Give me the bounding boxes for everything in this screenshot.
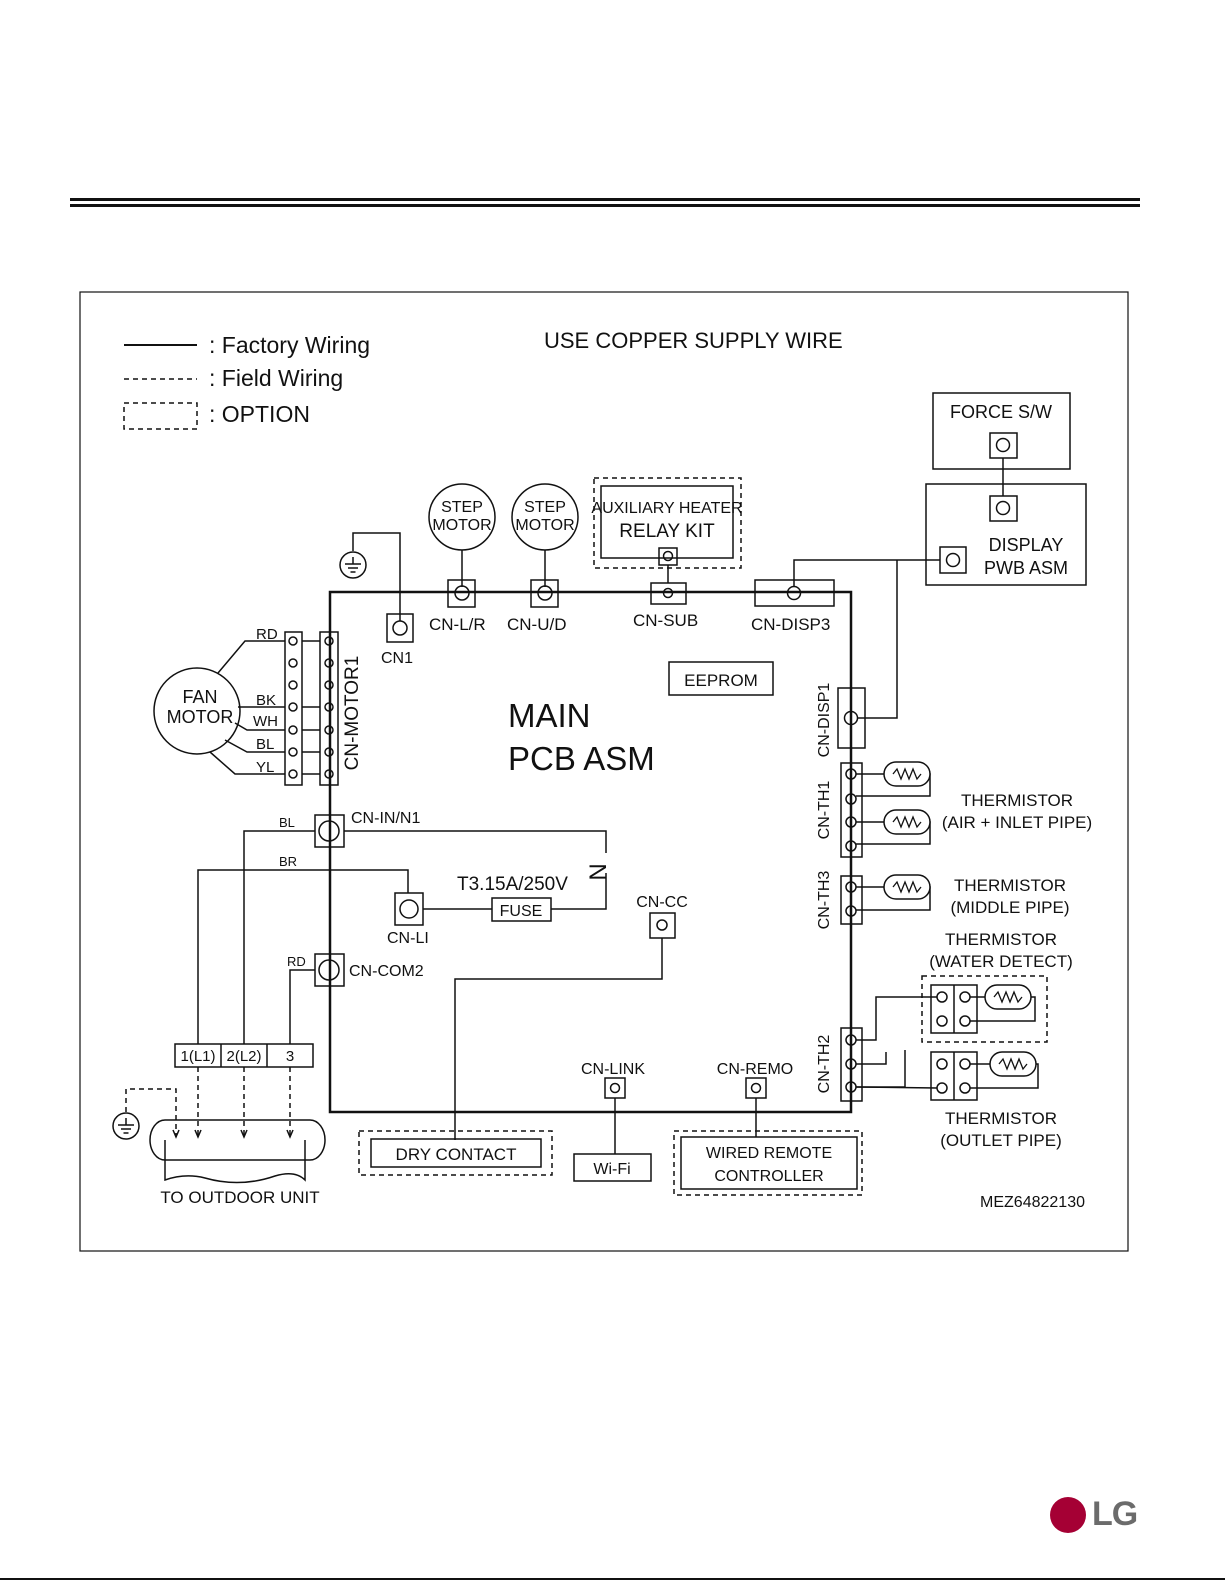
cn-ud-label: CN-U/D [507, 615, 567, 634]
terminal-2-label: 2(L2) [226, 1048, 261, 1065]
step-motor-1-label-2: MOTOR [432, 517, 491, 534]
outlet-label-1: THERMISTOR [945, 1109, 1057, 1128]
fan-motor-label-2: MOTOR [167, 707, 234, 727]
cn-cc-label: CN-CC [636, 894, 688, 911]
cn1-label: CN1 [381, 650, 413, 667]
neutral-marker: N [585, 863, 612, 880]
wire-wh: WH [253, 713, 278, 730]
cn-lr-label: CN-L/R [429, 615, 486, 634]
cn-in-n1-label: CN-IN/N1 [351, 810, 420, 827]
aux-heater-label-1: AUXILIARY HEATER [591, 500, 742, 517]
cn-disp1-label: CN-DISP1 [816, 683, 833, 758]
lg-logo-icon [1050, 1497, 1086, 1533]
legend-option: : OPTION [209, 401, 310, 427]
legend-field: : Field Wiring [209, 365, 343, 391]
brand-name: LG [1092, 1495, 1138, 1533]
wired-remote-label-1: WIRED REMOTE [706, 1145, 832, 1162]
step-motor-1-label-1: STEP [441, 499, 483, 516]
legend-factory: : Factory Wiring [209, 332, 370, 358]
wire-bl-2: BL [279, 815, 295, 830]
part-number: MEZ64822130 [980, 1194, 1085, 1211]
wire-br: BR [279, 854, 297, 869]
header-rule-bottom [70, 204, 1140, 207]
main-pcb-label-1: MAIN [508, 697, 591, 734]
notice-copper: USE COPPER SUPPLY WIRE [544, 328, 843, 353]
header-rule-top [70, 198, 1140, 201]
wire-bk: BK [256, 692, 276, 709]
th1-label-1: THERMISTOR [961, 791, 1073, 810]
wire-rd-2: RD [287, 954, 306, 969]
dry-contact-label: DRY CONTACT [396, 1145, 517, 1164]
aux-heater-label-2: RELAY KIT [619, 521, 715, 542]
fuse-rating-label: T3.15A/250V [457, 874, 568, 895]
water-detect-label-1: THERMISTOR [945, 930, 1057, 949]
step-motor-2-label-1: STEP [524, 499, 566, 516]
outdoor-label: TO OUTDOOR UNIT [160, 1188, 319, 1207]
outlet-label-2: (OUTLET PIPE) [940, 1131, 1062, 1150]
display-label-2: PWB ASM [984, 558, 1068, 578]
ground-icon [339, 551, 367, 579]
lg-logo: LG [1050, 1495, 1150, 1535]
cn-disp3-label: CN-DISP3 [751, 615, 830, 634]
th1-label-2: (AIR + INLET PIPE) [942, 813, 1092, 832]
th3-label-1: THERMISTOR [954, 876, 1066, 895]
wired-remote-label-2: CONTROLLER [714, 1168, 823, 1185]
cn-motor1-label: CN-MOTOR1 [342, 656, 363, 771]
water-detect-label-2: (WATER DETECT) [929, 952, 1073, 971]
footer-rule [0, 1578, 1225, 1580]
cn-link-label: CN-LINK [581, 1061, 645, 1078]
cn-th3-label: CN-TH3 [816, 871, 833, 930]
main-pcb-label-2: PCB ASM [508, 740, 655, 777]
cn-th1-label: CN-TH1 [816, 781, 833, 840]
step-motor-2-label-2: MOTOR [515, 517, 574, 534]
fuse-label: FUSE [500, 903, 543, 920]
cn-sub-label: CN-SUB [633, 611, 698, 630]
th3-label-2: (MIDDLE PIPE) [950, 898, 1069, 917]
cn-li-label: CN-LI [387, 930, 429, 947]
wire-rd: RD [256, 626, 278, 643]
fan-motor-label-1: FAN [182, 687, 217, 707]
terminal-3-label: 3 [286, 1048, 294, 1065]
cn-remo-label: CN-REMO [717, 1061, 793, 1078]
wire-yl: YL [256, 759, 274, 776]
eeprom-label: EEPROM [684, 671, 758, 690]
terminal-1-label: 1(L1) [180, 1048, 215, 1065]
wifi-label: Wi-Fi [593, 1161, 630, 1178]
display-label-1: DISPLAY [989, 535, 1064, 555]
force-sw-label: FORCE S/W [950, 402, 1052, 422]
wire-bl: BL [256, 736, 274, 753]
svg-text:N: N [585, 863, 612, 880]
cn-th2-label: CN-TH2 [816, 1035, 833, 1094]
cn-com2-label: CN-COM2 [349, 963, 424, 980]
